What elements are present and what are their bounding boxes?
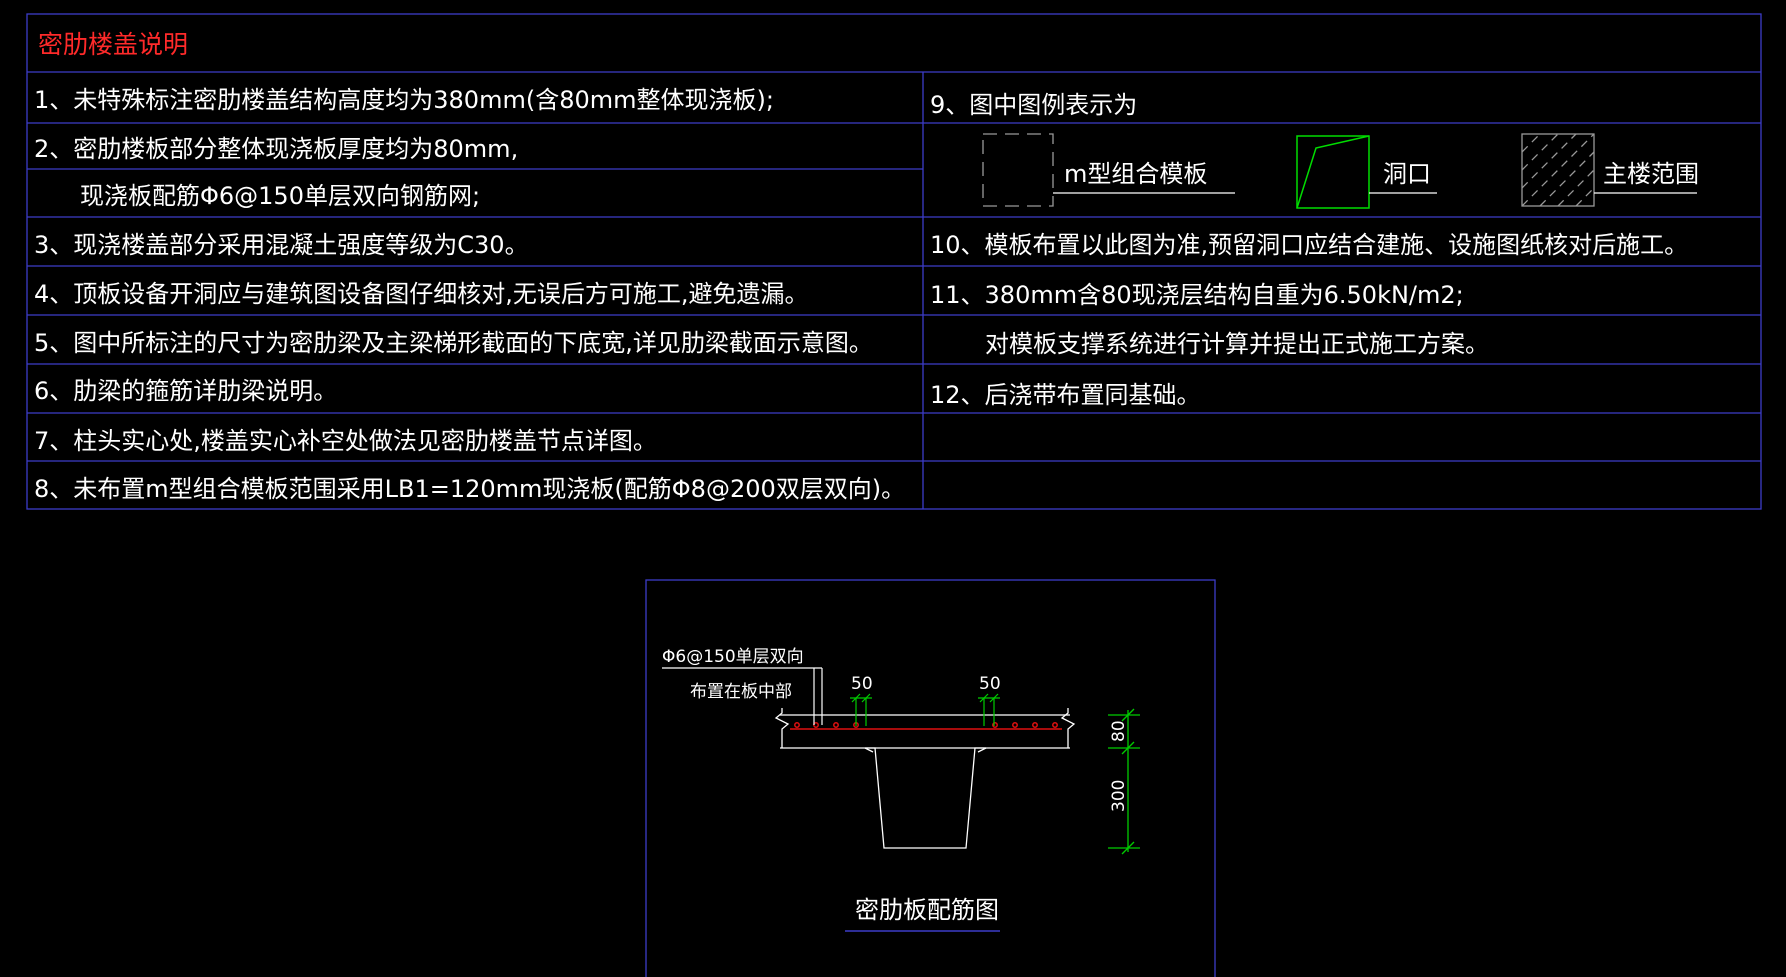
dim-label-right: 50 — [979, 674, 1001, 694]
note-4: 4、顶板设备开洞应与建筑图设备图仔细核对,无误后方可施工,避免遗漏。 — [34, 280, 809, 308]
note-10: 10、模板布置以此图为准,预留洞口应结合建施、设施图纸核对后施工。 — [930, 231, 1688, 259]
detail-frame — [645, 579, 1216, 977]
notes-table — [26, 13, 1762, 510]
note-11-cont: 对模板支撑系统进行计算并提出正式施工方案。 — [985, 330, 1489, 358]
depth-dimension — [1108, 708, 1140, 855]
note-12: 12、后浇带布置同基础。 — [930, 381, 1201, 409]
note-3: 3、现浇楼盖部分采用混凝土强度等级为C30。 — [34, 231, 529, 259]
rebar-note: 布置在板中部 — [690, 682, 792, 702]
rebar-layer — [790, 722, 1062, 730]
dashed-square-icon — [982, 133, 1054, 207]
note-2-cont: 现浇板配筋Φ6@150单层双向钢筋网; — [80, 182, 480, 210]
legend-label-main-building: 主楼范围 — [1603, 160, 1699, 188]
legend-label-opening: 洞口 — [1383, 160, 1431, 188]
note-9: 9、图中图例表示为 — [930, 91, 1137, 119]
note-11: 11、380mm含80现浇层结构自重为6.50kN/m2; — [930, 281, 1464, 309]
rebar-leader — [662, 667, 823, 725]
dim-label-left: 50 — [851, 674, 873, 694]
dim-label-rib: 300 — [1109, 780, 1129, 812]
rib-section — [774, 708, 1076, 849]
note-5: 5、图中所标注的尺寸为密肋梁及主梁梯形截面的下底宽,详见肋梁截面示意图。 — [34, 329, 873, 357]
rebar-label: Φ6@150单层双向 — [662, 647, 804, 667]
note-1: 1、未特殊标注密肋楼盖结构高度均为380mm(含80mm整体现浇板); — [34, 86, 774, 114]
table-title: 密肋楼盖说明 — [38, 30, 188, 59]
opening-icon — [1296, 135, 1370, 209]
note-8: 8、未布置m型组合模板范围采用LB1=120mm现浇板(配筋Φ8@200双层双向… — [34, 475, 905, 503]
note-2: 2、密肋楼板部分整体现浇板厚度均为80mm, — [34, 135, 518, 163]
table-border — [26, 13, 1762, 510]
legend-label-formwork: m型组合模板 — [1064, 160, 1207, 188]
cover-dimension — [850, 693, 1000, 726]
dim-label-slab: 80 — [1109, 720, 1129, 742]
legend: m型组合模板 洞口 主楼范围 — [982, 133, 1699, 209]
note-6: 6、肋梁的箍筋详肋梁说明。 — [34, 377, 337, 405]
detail-caption: 密肋板配筋图 — [855, 896, 999, 924]
note-7: 7、柱头实心处,楼盖实心补空处做法见密肋楼盖节点详图。 — [34, 427, 657, 455]
hatched-square-icon — [1521, 133, 1595, 207]
